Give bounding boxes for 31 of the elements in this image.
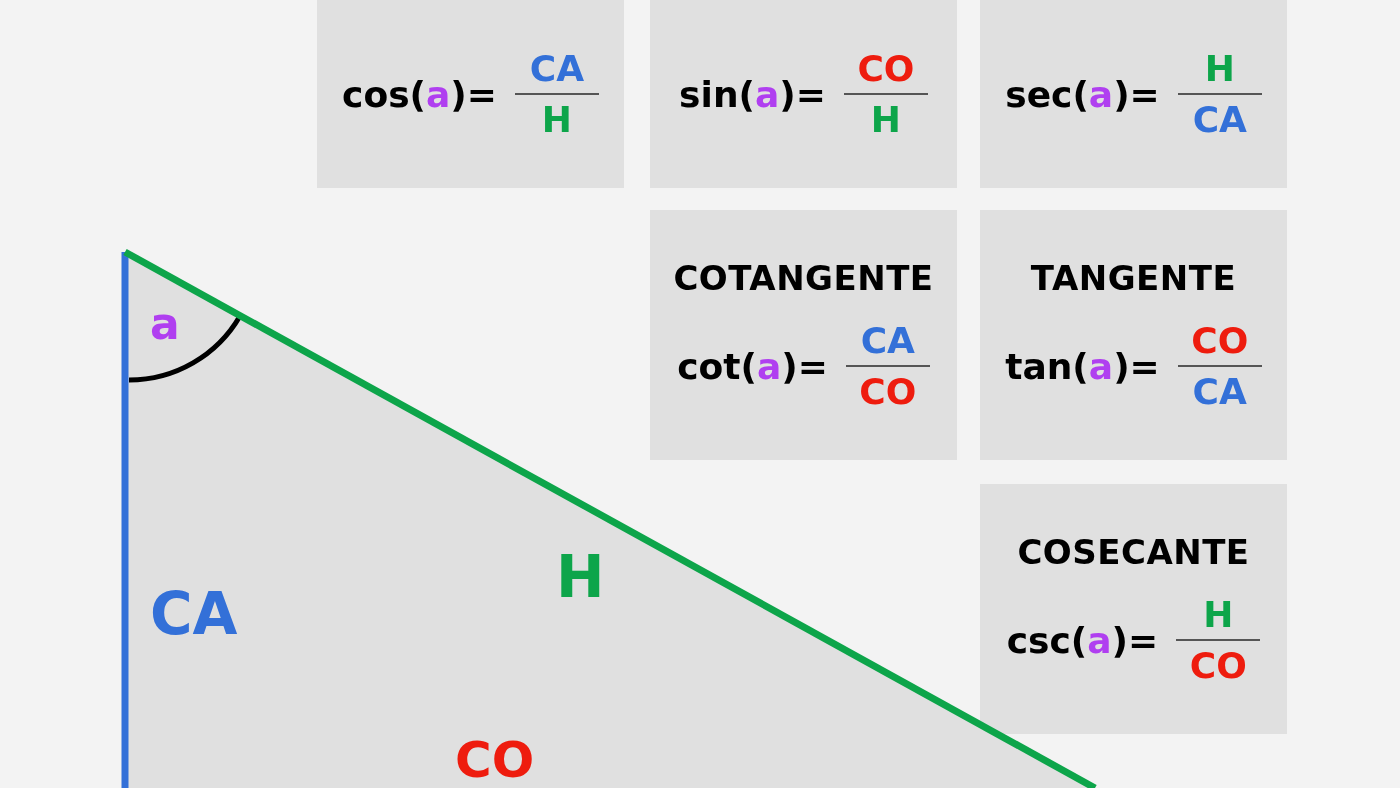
function-label: sec(a)= [1005,73,1160,115]
formula-card [317,0,624,188]
denominator: H [870,98,901,140]
function-heading: TANGENTE [1030,258,1237,298]
function-label: sin(a)= [679,73,826,115]
formula-card [650,210,957,460]
formula-card [980,484,1287,734]
side-label: H [556,548,605,606]
function-label: cot(a)= [677,345,828,387]
side-label: CO [455,735,535,785]
side-label: CA [150,585,238,643]
formula-card [650,0,957,188]
denominator: CO [1189,644,1247,686]
formula-card [980,210,1287,460]
denominator: H [541,98,572,140]
numerator: CO [1177,320,1262,367]
numerator: CA [845,320,930,367]
denominator: CO [859,370,917,412]
formula-card [980,0,1287,188]
numerator: CO [843,48,928,95]
function-label: cos(a)= [342,73,497,115]
function-label: tan(a)= [1005,345,1160,387]
numerator: H [1176,594,1261,641]
numerator: CA [514,48,599,95]
function-label: csc(a)= [1006,619,1159,661]
denominator: CA [1192,370,1247,412]
function-heading: COTANGENTE [673,258,934,298]
denominator: CA [1192,98,1247,140]
function-heading: COSECANTE [1017,532,1250,572]
angle-label: a [150,302,180,346]
numerator: H [1177,48,1262,95]
